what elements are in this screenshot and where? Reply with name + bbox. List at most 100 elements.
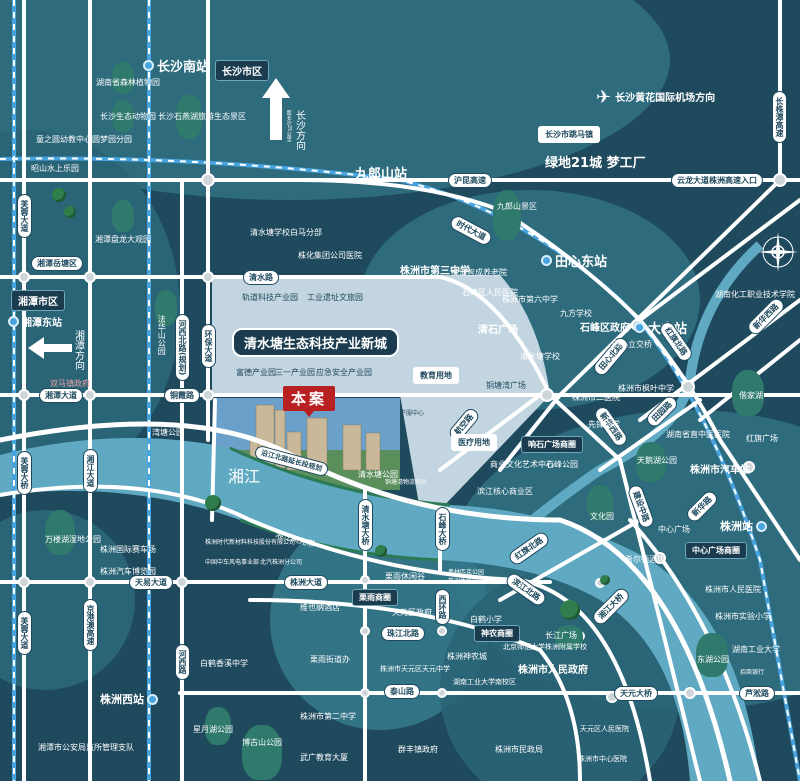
poi-culture-park: 文化园 <box>590 512 614 521</box>
station-tianxin-east[interactable]: 田心东站 <box>541 251 607 270</box>
poi-people-hospital: 株洲市人民医院 <box>705 585 761 594</box>
poi-zhuzhou-no2-middle: 株洲市第二中学 <box>300 712 356 721</box>
poi-baihe-middle: 白鹤香溪中学 <box>200 659 248 668</box>
poi-education-land: 教育用地 <box>413 367 459 384</box>
poi-qunfeng-government: 群丰镇政府 <box>398 745 438 754</box>
poi-liyu-office: 栗雨街道办 <box>310 655 350 664</box>
poi-times-new-material: 株洲时代新材料科技股份有限公司 <box>205 539 296 546</box>
poi-xiejiahu: 偕家湖 <box>739 391 763 400</box>
road-tongxia: 铜霞路 <box>165 389 199 402</box>
road-lushan: 芦淞路 <box>740 687 774 700</box>
poi-rail-park: 轨道科技产业园 <box>242 293 298 302</box>
road-hexi-north: 河西北路(规划) <box>176 315 189 381</box>
poi-donghu-park: 东湖公园 <box>697 655 729 664</box>
station-jiulangshan[interactable]: 九郎山站 <box>355 167 408 182</box>
poi-bnu-school: 北京师范大学株洲附属学校 <box>503 643 587 651</box>
lvdi-brand-label: 绿地21城 梦工厂 <box>545 156 646 171</box>
river-label: 湘江 <box>228 467 261 486</box>
road-hexi: 河西路 <box>176 645 189 679</box>
road-yunlong: 云龙大道株洲高速入口 <box>672 174 762 187</box>
poi-cmb-bank: 招商银行 <box>740 669 765 676</box>
xiangtan-direction-label: 湘潭方向 <box>72 330 84 370</box>
poi-medical-land: 医疗用地 <box>451 434 497 451</box>
tree-icon <box>52 188 66 202</box>
poi-shiyanhu: 长沙石燕湖旅游生态景区 <box>158 112 246 121</box>
park-jiulangshan <box>493 190 521 240</box>
tree-icon <box>64 206 76 218</box>
changsha-direction-label: 长沙方向 <box>293 110 305 150</box>
poi-sany-park: 三一产业园 <box>275 368 315 377</box>
tree-icon <box>375 545 387 557</box>
poi-xiangshi-district: 响石广场商圈 <box>521 436 583 453</box>
station-changsha-south[interactable]: 长沙南站 <box>143 56 209 75</box>
poi-tianxin-interchange: 田心立交桥 <box>612 340 652 349</box>
road-xiangtan-yuecheng: 湘潭岳塘区 <box>32 257 82 270</box>
poi-kindergarten: 童之圆幼教中心圆梦园分园 <box>36 135 132 144</box>
station-zhuzhou-west[interactable]: 株洲西站 <box>100 691 158 707</box>
station-xiangtan-east[interactable]: 湘潭东站 <box>8 314 62 329</box>
arrow-up-icon <box>262 78 290 140</box>
poi-central-plaza-district: 中心广场商圈 <box>685 542 747 559</box>
airplane-icon: ✈ <box>596 87 612 108</box>
new-city-label: 清水塘生态科技产业新城 <box>232 328 400 357</box>
poi-central-plaza: 中心广场 <box>658 525 690 534</box>
poi-liyu-valley: 栗雨休闲谷 <box>385 572 425 581</box>
park-shifeng <box>555 625 583 649</box>
poi-tianyuan-hospital: 天元区人民医院 <box>580 725 629 733</box>
poi-service-center: 产服中心 <box>400 410 425 417</box>
airport-direction: ✈ 长沙黄花国际机场方向 <box>596 87 716 108</box>
tree-icon <box>600 575 610 585</box>
poi-tcm-hospital: 湖南省直中医医院 <box>666 430 730 439</box>
poi-shennong-district: 神农商圈 <box>474 625 520 642</box>
poi-zhuzhou-no3-school: 株洲市第三中学 <box>400 266 470 277</box>
poi-fengye-school: 株洲市枫叶中学 <box>618 384 674 393</box>
poi-sports-center: 株洲体育中心 <box>448 578 485 585</box>
poi-wuguang-building: 武广教育大厦 <box>300 753 348 762</box>
park-tianehu <box>636 442 666 482</box>
poi-zhaoshan-water-park: 昭山水上乐园 <box>31 164 79 173</box>
park-xiejiahu <box>732 370 764 416</box>
project-marker[interactable]: 本案 <box>283 386 336 417</box>
poi-hunan-univ-tech: 湖南工业大学 <box>732 645 780 654</box>
poi-changjiang-plaza: 长江广场 <box>545 631 577 640</box>
station-icon <box>8 316 19 327</box>
poi-wantang-park: 湾塘公园 <box>152 428 184 437</box>
road-xiangjiang-ave: 湘江大道 <box>84 450 97 492</box>
poi-shifeng-government: 石峰区政府 <box>580 323 630 334</box>
poi-city-government: 株洲市人民政府 <box>518 665 588 676</box>
station-icon <box>147 693 158 705</box>
station-zhuzhou[interactable]: 株洲站 <box>720 518 767 534</box>
road-furong-bridge: 芙蓉大桥 <box>18 452 31 494</box>
poi-olympic-park: 奥林匹克公园 <box>448 569 485 576</box>
poi-bus-station: 株洲市汽车站 <box>690 465 750 476</box>
park-forest <box>112 62 134 94</box>
changsha-distance-label: 距长沙25公里 <box>285 110 292 142</box>
park-panlong <box>112 200 134 232</box>
station-icon <box>634 322 645 333</box>
poi-bogushan-park: 博古山公园 <box>242 738 282 747</box>
road-zhujiang: 珠江北路 <box>382 627 424 640</box>
poi-jiufang-school: 九方学校 <box>560 309 592 318</box>
road-jingzhu: 京港澳高速 <box>84 600 97 650</box>
poi-fahuashan-park: 法华山公园 <box>157 315 167 355</box>
poi-fude-park: 富德产业园 <box>236 368 276 377</box>
poi-jiulangshan-scenic: 九郎山景区 <box>497 202 537 211</box>
station-icon <box>143 60 154 71</box>
tree-icon <box>205 495 221 511</box>
poi-tianyuan-middle-school: 株洲市天元区天元中学 <box>380 665 450 673</box>
poi-tianyuan-government: 天元区政府 <box>392 608 432 617</box>
tiaoma-tag: 长沙市跳马镇 <box>538 126 600 143</box>
road-qingshuitang-bridge: 清水塘大桥 <box>359 500 372 550</box>
poi-tongtangwan-wharf: 铜塘湾物流码头 <box>385 479 428 486</box>
station-icon <box>541 255 552 266</box>
park-wenhua <box>587 485 613 521</box>
poi-zhuhua-hospital: 株化集团公司医院 <box>298 251 362 260</box>
poi-experimental-primary: 株洲市实验小学 <box>715 612 771 621</box>
park-bogushan <box>242 725 282 780</box>
xiangtan-city-tag: 湘潭市区 <box>11 290 65 311</box>
poi-xianfeng-primary: 先锋小学 <box>588 420 620 429</box>
poi-qingshuitang-park: 清水塘公园 <box>358 470 398 479</box>
road-zhuzhou-ave: 株洲大道 <box>285 576 327 589</box>
park-zoo <box>112 100 134 132</box>
arrow-left-icon <box>28 337 72 359</box>
